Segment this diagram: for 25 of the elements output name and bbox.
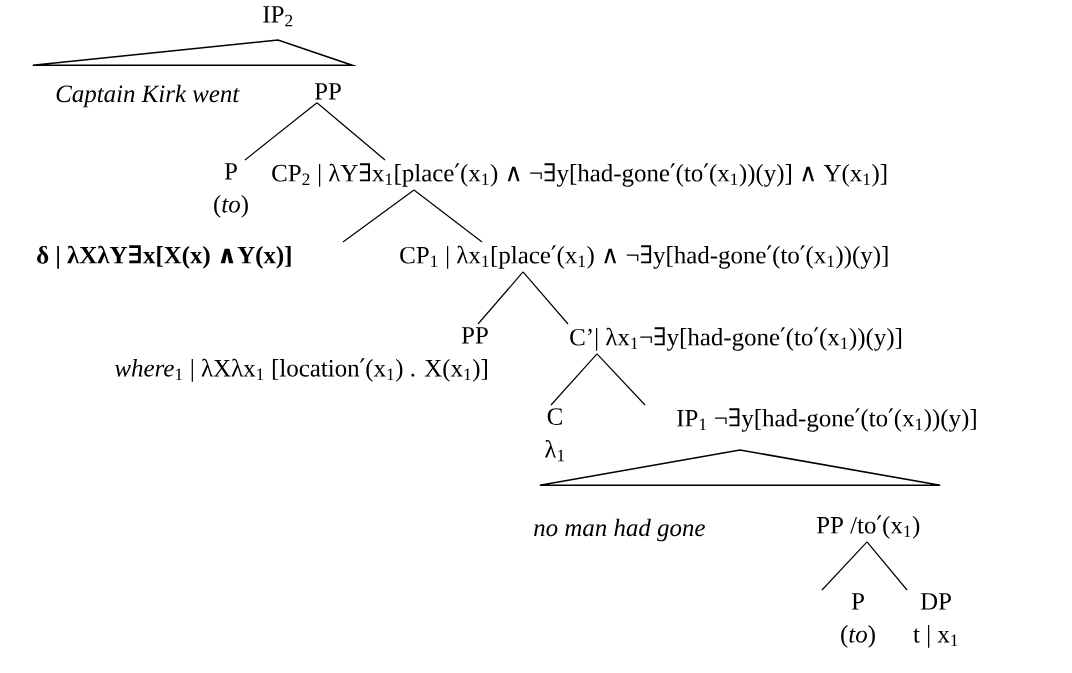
phrase-text: no man had gone bbox=[534, 518, 705, 542]
node-label: δ | λXλY∃x[X(x) ∧Y(x)] bbox=[37, 245, 291, 269]
tree-branch bbox=[550, 353, 598, 406]
node-label: PP /to′(x$_{1}$) bbox=[816, 515, 920, 539]
node-label: PP bbox=[314, 83, 341, 100]
node-label: P (to) bbox=[841, 593, 875, 648]
node-label: C λ$_{1}$ bbox=[545, 408, 565, 462]
node-label: CP$_{2}$ | λY∃x$_{1}$[place′(x$_{1}$) ∧ ¬∃y[had-gone′(to′(x$_{1}$))(y)] ∧ Y(x$_{1}$)] bbox=[272, 163, 887, 187]
node-label: C’| λx$_{1}$¬∃y[had-gone′(to′(x$_{1}$))(y)] bbox=[570, 327, 902, 351]
node-label: PP where$_{1}$ | λXλx$_{1}$ [location′(x$_{1}$) . X(x$_{1}$)] bbox=[115, 327, 488, 382]
node-label: IP$_{2}$ bbox=[263, 6, 293, 27]
tree-branch bbox=[244, 102, 318, 161]
node-label: DP t | x$_{1}$ bbox=[913, 593, 958, 648]
phrase-text: Captain Kirk went bbox=[56, 84, 240, 108]
tree-branch bbox=[316, 102, 386, 161]
tree-branch bbox=[821, 541, 868, 591]
tree-branch bbox=[596, 353, 646, 406]
node-label: CP$_{1}$ | λx$_{1}$[place′(x$_{1}$) ∧ ¬∃y[had-gone′(to′(x$_{1}$))(y)] bbox=[400, 245, 888, 269]
tree-branch bbox=[342, 189, 415, 243]
node-label: IP$_{1}$ ¬∃y[had-gone′(to′(x$_{1}$))(y)] bbox=[677, 408, 976, 432]
tree-branch bbox=[477, 271, 524, 325]
node-label: P (to) bbox=[214, 163, 248, 218]
tree-branch bbox=[866, 541, 908, 591]
tree-branch bbox=[413, 189, 483, 243]
tree-branch bbox=[522, 271, 569, 325]
